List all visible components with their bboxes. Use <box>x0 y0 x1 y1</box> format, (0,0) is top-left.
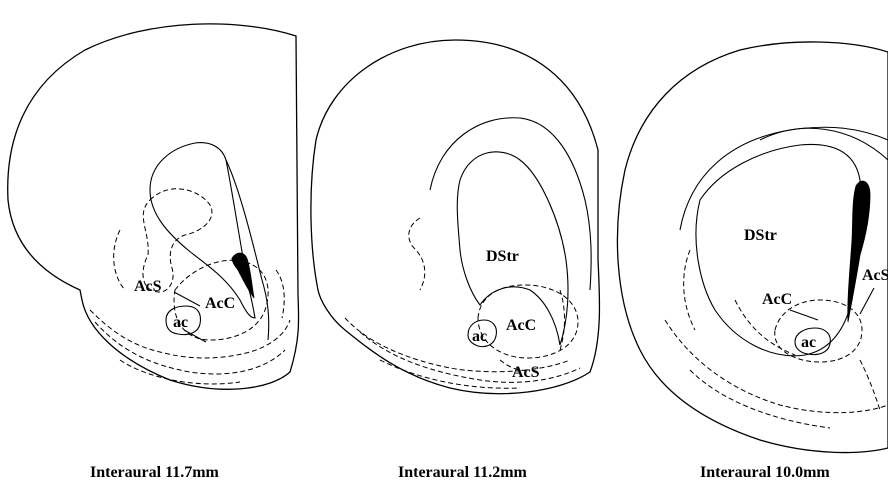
panel-1-caption: Interaural 11.7mm <box>90 464 220 481</box>
panel-3-caption: Interaural 10.0mm <box>700 464 830 481</box>
panel-3-label-acs: AcS <box>862 267 888 284</box>
panel-3-label-acc: AcC <box>762 291 792 308</box>
panel-2-label-dstr: DStr <box>486 248 519 265</box>
panel-1-label-ac: ac <box>173 314 188 331</box>
panel-2-caption: Interaural 11.2mm <box>398 464 528 481</box>
panel-2-brain-outline <box>311 40 600 394</box>
panel-2-label-ac: ac <box>472 328 487 345</box>
panel-1-label-acs: AcS <box>134 278 162 295</box>
panel-3-label-dstr: DStr <box>744 227 777 244</box>
panel-3-label-ac: ac <box>801 334 816 351</box>
panel-2-label-acs: AcS <box>512 364 540 381</box>
panel-2: DStr AcC ac AcS <box>311 40 600 394</box>
panel-3: DStr AcS AcC ac <box>617 42 888 453</box>
panel-3-brain-outline <box>617 42 888 453</box>
panel-2-label-acc: AcC <box>506 317 536 334</box>
panel-1: AcS AcC ac <box>8 24 299 389</box>
panel-1-label-acc: AcC <box>205 295 235 312</box>
